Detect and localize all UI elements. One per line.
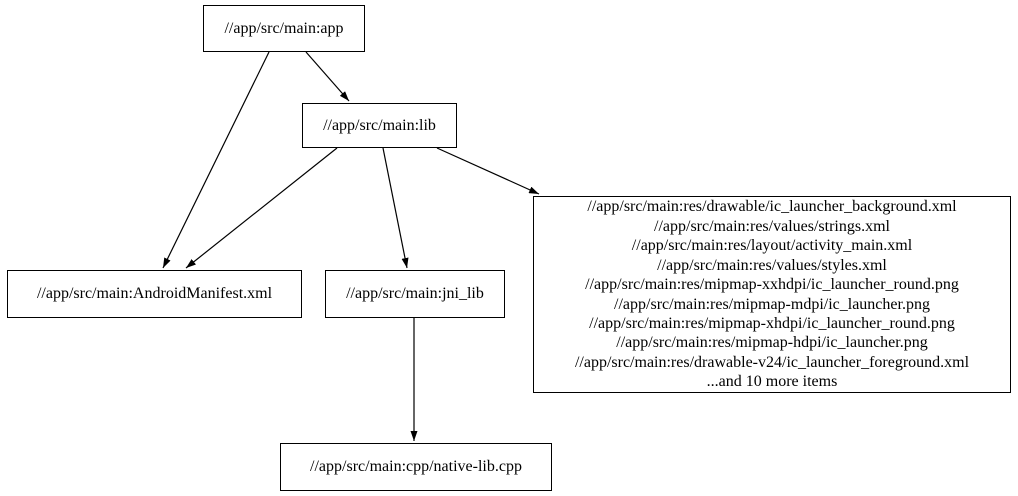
res-file-more-items: ...and 10 more items bbox=[706, 373, 838, 391]
res-file-line: //app/src/main:res/mipmap-hdpi/ic_launch… bbox=[616, 334, 928, 352]
res-file-line: //app/src/main:res/mipmap-xxhdpi/ic_laun… bbox=[585, 276, 959, 294]
edge-app-to-androidmanifest bbox=[162, 51, 270, 269]
res-file-line: //app/src/main:res/values/styles.xml bbox=[657, 256, 887, 274]
node-native-lib: //app/src/main:cpp/native-lib.cpp bbox=[280, 443, 552, 491]
edge-app-to-lib bbox=[305, 51, 350, 102]
edge-lib-to-jni-lib bbox=[382, 147, 409, 269]
res-file-line: //app/src/main:res/layout/activity_main.… bbox=[631, 237, 913, 255]
node-res-files: //app/src/main:res/drawable/ic_launcher_… bbox=[533, 196, 1011, 393]
node-jni-lib: //app/src/main:jni_lib bbox=[325, 270, 505, 318]
res-file-line: //app/src/main:res/mipmap-xhdpi/ic_launc… bbox=[589, 314, 955, 332]
res-file-line: //app/src/main:res/drawable-v24/ic_launc… bbox=[574, 353, 970, 371]
node-lib-label: //app/src/main:lib bbox=[323, 116, 436, 134]
node-androidmanifest-label: //app/src/main:AndroidManifest.xml bbox=[36, 285, 273, 302]
node-app: //app/src/main:app bbox=[203, 5, 365, 52]
node-androidmanifest: //app/src/main:AndroidManifest.xml bbox=[7, 270, 302, 318]
node-app-label: //app/src/main:app bbox=[224, 19, 344, 37]
node-native-lib-label: //app/src/main:cpp/native-lib.cpp bbox=[310, 458, 522, 475]
node-lib: //app/src/main:lib bbox=[302, 103, 457, 148]
res-file-line: //app/src/main:res/mipmap-mdpi/ic_launch… bbox=[614, 295, 930, 313]
res-file-line: //app/src/main:res/drawable/ic_launcher_… bbox=[587, 198, 957, 216]
node-jni-lib-label: //app/src/main:jni_lib bbox=[346, 285, 484, 302]
res-file-line: //app/src/main:res/values/strings.xml bbox=[654, 217, 890, 235]
edge-lib-to-androidmanifest bbox=[185, 147, 338, 269]
edge-lib-to-res-files bbox=[436, 147, 540, 195]
